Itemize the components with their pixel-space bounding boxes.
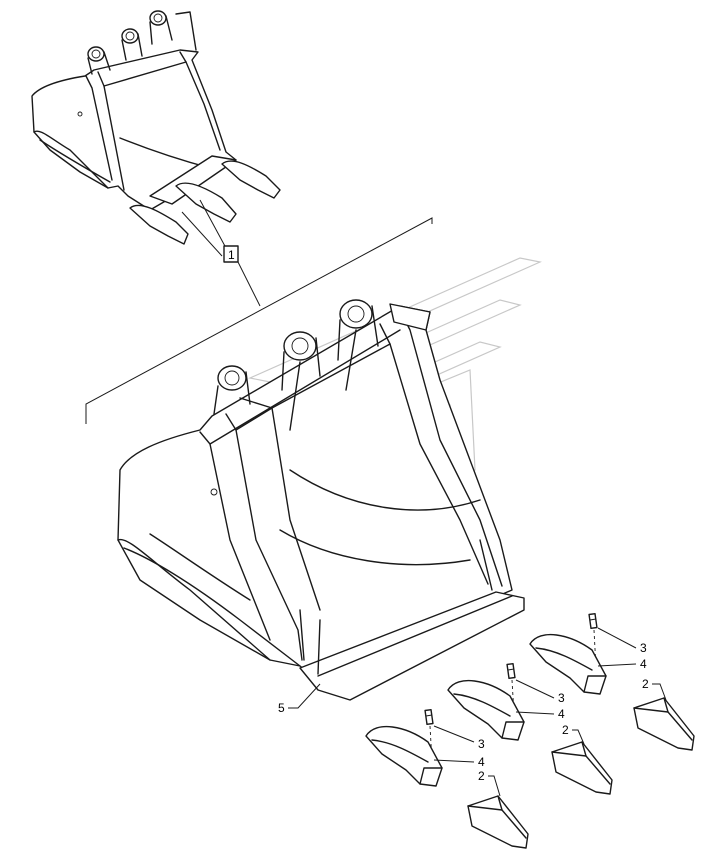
callout-5: 5 <box>278 683 321 715</box>
callout-1: 1 <box>181 199 261 307</box>
tooth-set-middle: 3 4 2 <box>447 662 613 795</box>
callout-label-2-right: 2 <box>642 677 649 691</box>
callout-label-3-right: 3 <box>640 641 647 655</box>
group-bracket <box>85 217 433 424</box>
large-bucket <box>117 299 525 701</box>
callout-label-4-left: 4 <box>478 755 485 769</box>
callout-label-3-middle: 3 <box>558 691 565 705</box>
tooth-set-left: 3 4 2 <box>365 708 529 849</box>
callout-label-5: 5 <box>278 701 285 715</box>
callout-label-1: 1 <box>228 248 235 262</box>
small-bucket <box>31 10 281 245</box>
callout-label-2-left: 2 <box>478 769 485 783</box>
callout-label-4-middle: 4 <box>558 707 565 721</box>
callout-label-3-left: 3 <box>478 737 485 751</box>
callout-label-4-right: 4 <box>640 657 647 671</box>
tooth-set-right: 3 4 2 <box>529 612 695 751</box>
callout-label-2-middle: 2 <box>562 723 569 737</box>
